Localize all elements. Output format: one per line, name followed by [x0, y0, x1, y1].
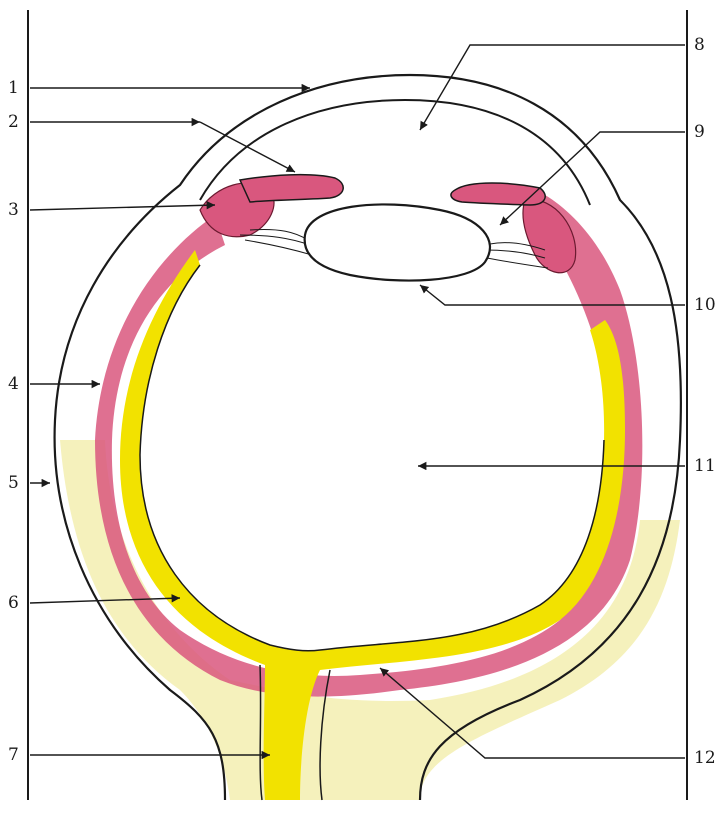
label-8: 8: [694, 37, 705, 54]
label-11: 11: [694, 458, 716, 475]
label-12: 12: [694, 750, 716, 767]
iris-right: [451, 183, 545, 205]
label-3: 3: [8, 202, 19, 219]
lens: [305, 204, 490, 280]
pointer-2b: [200, 122, 295, 172]
label-2: 2: [8, 114, 19, 131]
pointer-3: [30, 205, 215, 210]
pointer-8: [420, 45, 685, 130]
ciliary-body-right: [523, 200, 576, 273]
label-7: 7: [8, 747, 19, 764]
label-4: 4: [8, 376, 19, 393]
label-6: 6: [8, 595, 19, 612]
label-10: 10: [694, 297, 716, 314]
label-5: 5: [8, 475, 19, 492]
iris-left: [240, 175, 343, 202]
pointer-10: [420, 285, 685, 305]
label-9: 9: [694, 124, 705, 141]
label-1: 1: [8, 80, 19, 97]
retina-inner-outline: [140, 265, 604, 651]
